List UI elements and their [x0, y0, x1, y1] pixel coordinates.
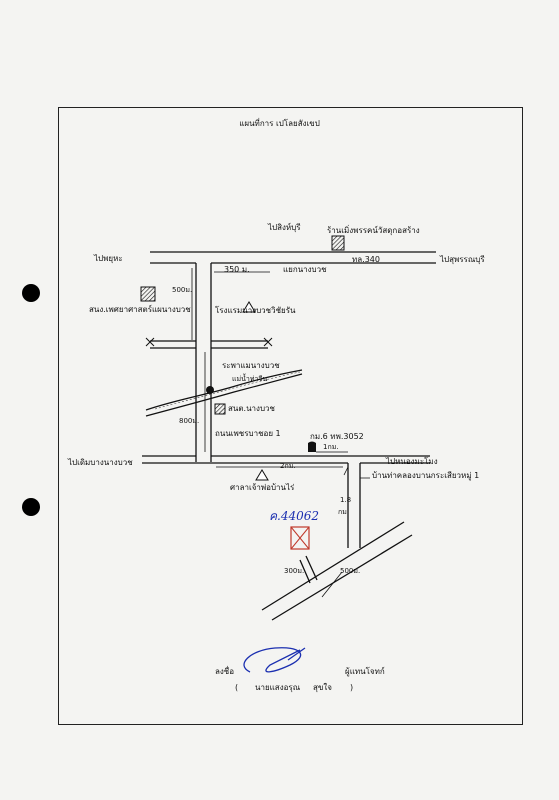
- plot-marker: [290, 526, 310, 550]
- label-shop: ร้านเมิ่งพรรคน์วัสดุกอสร้าง: [327, 226, 420, 235]
- signer-name: นายแสงอรุณ: [255, 683, 301, 692]
- label-to-doembangnangbuat: ไปเดิมบางนางบวช: [68, 458, 133, 467]
- label-dist-1-8: 1.8: [340, 496, 352, 504]
- label-shrine: ศาลาเจ้าพ่อบ้านไร่: [230, 483, 295, 492]
- label-hwy-340: ทล.340: [352, 255, 380, 264]
- school-triangle: [242, 301, 256, 313]
- map-title: แผนที่การ เปโลยสังเขป: [239, 119, 320, 128]
- label-dist-500m: 500ม.: [172, 286, 193, 294]
- label-temple-road: ถนนเพชรบาชอย 1: [215, 429, 281, 438]
- shrine-triangle: [255, 469, 269, 481]
- label-police: สนต.นางบวช: [228, 404, 275, 413]
- label-river2: แม่น้ำท่าจีน: [232, 375, 268, 383]
- road-diagonal-north: [261, 521, 405, 611]
- owner-label: ผู้แทนโจทก์: [345, 667, 385, 676]
- bridge-dot: [206, 386, 214, 394]
- label-village: บ้านท่าคลองบานกระเสียวหมู่ 1: [372, 471, 480, 480]
- label-km-unit: กม.: [338, 508, 350, 516]
- name-open-paren: (: [235, 683, 239, 692]
- shop-building: [331, 235, 345, 251]
- label-to-suphanburi: ไปสุพรรณบุรี: [440, 255, 485, 264]
- label-market: แยกนางบวช: [283, 265, 327, 274]
- punch-hole-bottom: [22, 498, 40, 516]
- label-dist-300m: 300ม.: [284, 567, 305, 575]
- road-branch: [299, 555, 318, 584]
- label-school: โรงแรมนางบวชวิชัยรัน: [215, 306, 296, 315]
- km-marker: [308, 441, 316, 452]
- label-dist-2km: 2กม.: [280, 462, 296, 470]
- label-to-phayuha: ไปพยุหะ: [94, 254, 123, 263]
- river: [145, 369, 303, 411]
- label-plot-number: ค.44062: [269, 509, 320, 523]
- road-diagonal-south: [271, 534, 413, 621]
- label-dist-1km: 1กม.: [323, 443, 339, 451]
- label-to-singburi: ไปสิงห์บุรี: [268, 223, 301, 232]
- label-route-3052: กม.6 ทพ.3052: [310, 432, 364, 441]
- hospital-building: [140, 286, 156, 302]
- map-frame: [58, 107, 523, 725]
- police-building: [214, 403, 226, 415]
- sign-label: ลงชื่อ: [215, 667, 235, 676]
- label-hospital: สนง.เพศยาศาสตร์แผนางบวช: [89, 305, 191, 314]
- name-close-paren: ): [350, 683, 354, 692]
- signature-scribble: [243, 647, 306, 673]
- punch-hole-top: [22, 284, 40, 302]
- label-river: ระพาแมนางบวช: [222, 361, 280, 370]
- label-to-nongmakhamong: ไปหนองมะโมง: [386, 457, 438, 466]
- label-dist-800m: 800ม.: [179, 417, 200, 425]
- signer-surname: สุขใจ: [313, 683, 332, 692]
- label-dist-500m-b: 500ม.: [340, 567, 361, 575]
- label-dist-350m: 350 ม.: [224, 265, 250, 274]
